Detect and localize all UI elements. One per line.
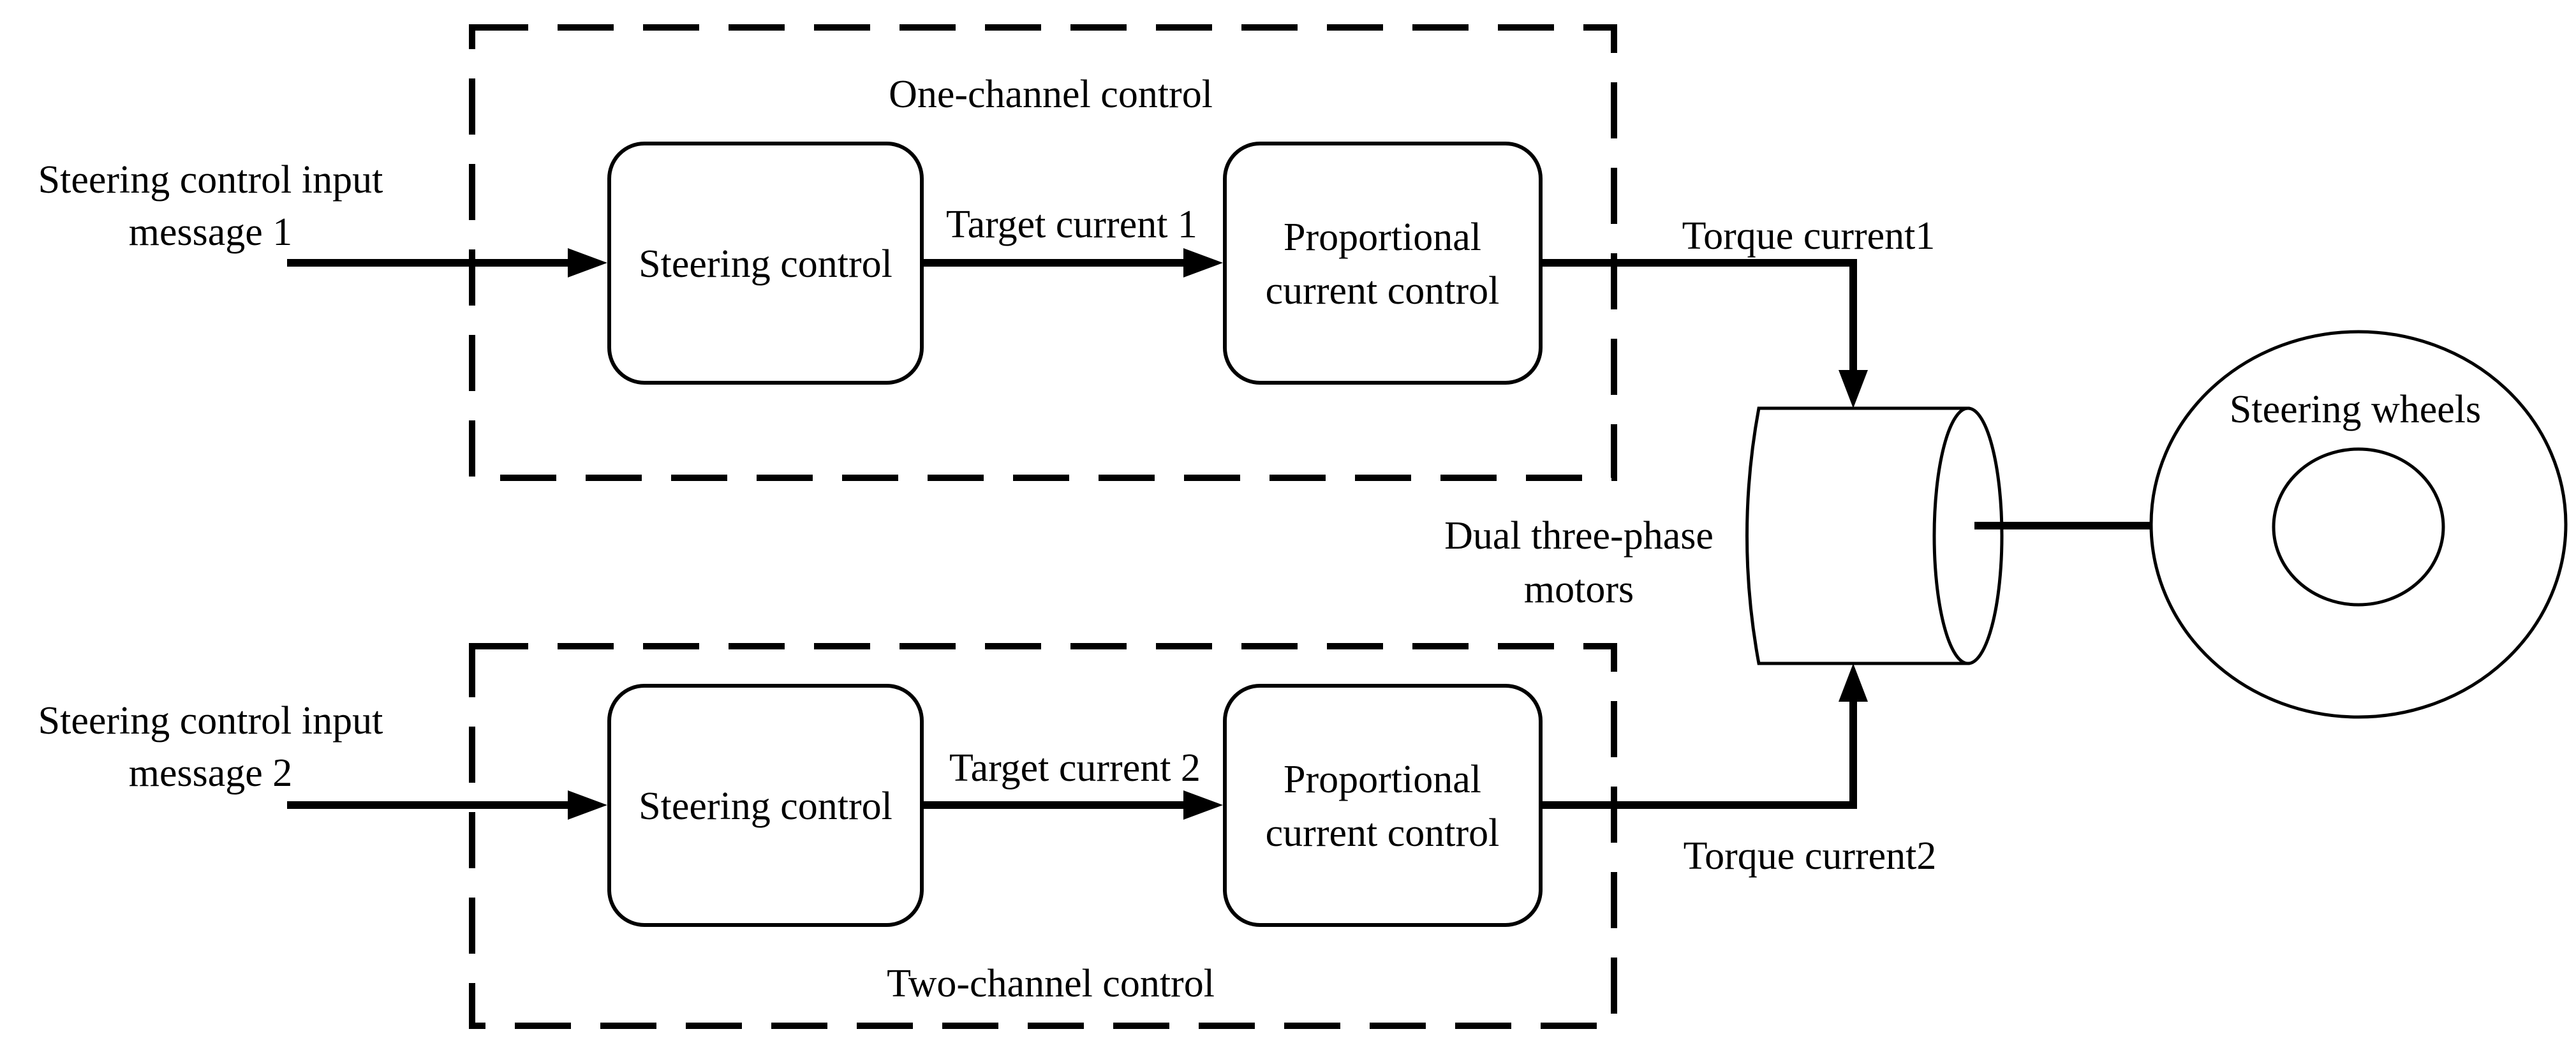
target-current-arrow-1 <box>922 248 1223 277</box>
torque-current-arrow-2 <box>1541 663 1868 809</box>
input-message-1-label-line2: message 1 <box>129 211 293 254</box>
steering-wheels-label: Steering wheels <box>2230 388 2481 431</box>
steering-wheel-hub <box>2272 447 2445 607</box>
target-current-1-label: Target current 1 <box>946 203 1197 246</box>
torque-current-2-label: Torque current2 <box>1684 834 1937 878</box>
proportional-box-1-label-line2: current control <box>1266 269 1500 313</box>
labels: Steering control input message 1 One-cha… <box>38 73 2481 1005</box>
two-channel-dashed-boundary <box>469 643 1617 1029</box>
torque-current-1-label: Torque current1 <box>1682 214 1936 258</box>
one-channel-group-label: One-channel control <box>889 73 1213 116</box>
one-channel-group <box>287 24 1868 481</box>
motor-cylinder-face <box>1932 406 2004 665</box>
input-arrow-1 <box>287 248 607 277</box>
two-channel-group <box>287 643 1868 1029</box>
target-current-arrow-2 <box>922 790 1223 820</box>
proportional-box-2-label-line2: current control <box>1266 811 1500 855</box>
input-arrow-2 <box>287 790 607 820</box>
input-message-2-label-line1: Steering control input <box>38 699 383 743</box>
proportional-current-control-box-1 <box>1223 142 1543 385</box>
dual-motor-cylinder <box>1745 406 2004 665</box>
steering-control-box-1-label: Steering control <box>639 242 892 286</box>
proportional-box-1-label-line1: Proportional <box>1284 216 1481 259</box>
proportional-box-2-label-line1: Proportional <box>1284 758 1481 801</box>
input-message-2-label-line2: message 2 <box>129 751 293 795</box>
torque-current-arrow-1 <box>1541 259 1868 408</box>
target-current-2-label: Target current 2 <box>949 746 1201 790</box>
steering-control-box-2-label: Steering control <box>639 785 892 828</box>
motor-cylinder-body <box>1745 406 1970 665</box>
dual-motor-label-line2: motors <box>1524 568 1634 611</box>
two-channel-group-label: Two-channel control <box>887 962 1215 1005</box>
one-channel-dashed-boundary <box>469 24 1617 481</box>
dual-motor-label-line1: Dual three-phase <box>1444 514 1714 558</box>
input-message-1-label-line1: Steering control input <box>38 158 383 202</box>
steering-wheel <box>2149 330 2568 719</box>
proportional-current-control-box-2 <box>1223 684 1543 927</box>
